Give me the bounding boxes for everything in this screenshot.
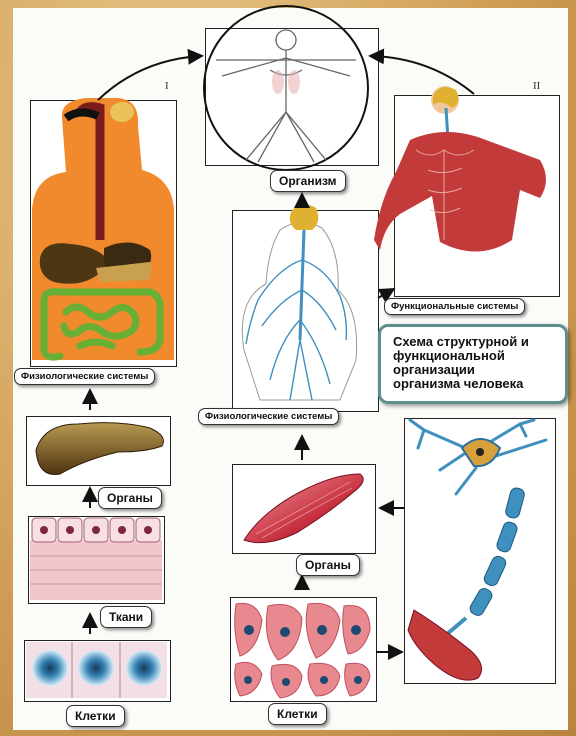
- caption-line-2: функциональной: [393, 349, 553, 363]
- functional-systems-label: Функциональные системы: [384, 298, 525, 315]
- diagram-caption-box: Схема структурной и функциональной орган…: [378, 324, 568, 404]
- muscle-organ-drawing: [244, 474, 363, 543]
- liver-drawing: [36, 423, 164, 475]
- epithelial-cells-drawing: [26, 642, 167, 698]
- tissues-label: Ткани: [100, 606, 152, 628]
- caption-line-1: Схема структурной и: [393, 335, 553, 349]
- physiological-systems-left-label: Физиологические системы: [14, 368, 155, 385]
- digestive-system-drawing: [32, 98, 174, 360]
- cells-left-label: Клетки: [66, 705, 125, 727]
- caption-line-4: организма человека: [393, 377, 553, 391]
- muscular-torso-drawing: [374, 86, 546, 252]
- vitruvian-figure: [204, 6, 368, 170]
- physiological-systems-center-label: Физиологические системы: [198, 408, 339, 425]
- nervous-system-drawing: [242, 204, 356, 400]
- organism-label: Организм: [270, 170, 346, 192]
- muscle-cells-drawing: [232, 599, 373, 698]
- section-roman-ii: II: [533, 80, 540, 92]
- organs-left-label: Органы: [98, 487, 162, 509]
- caption-line-3: организации: [393, 363, 553, 377]
- section-roman-i: I: [165, 80, 169, 92]
- organs-center-label: Органы: [296, 554, 360, 576]
- epithelial-tissue-drawing: [30, 518, 162, 600]
- neuron-drawing: [408, 420, 546, 680]
- cells-center-label: Клетки: [268, 703, 327, 725]
